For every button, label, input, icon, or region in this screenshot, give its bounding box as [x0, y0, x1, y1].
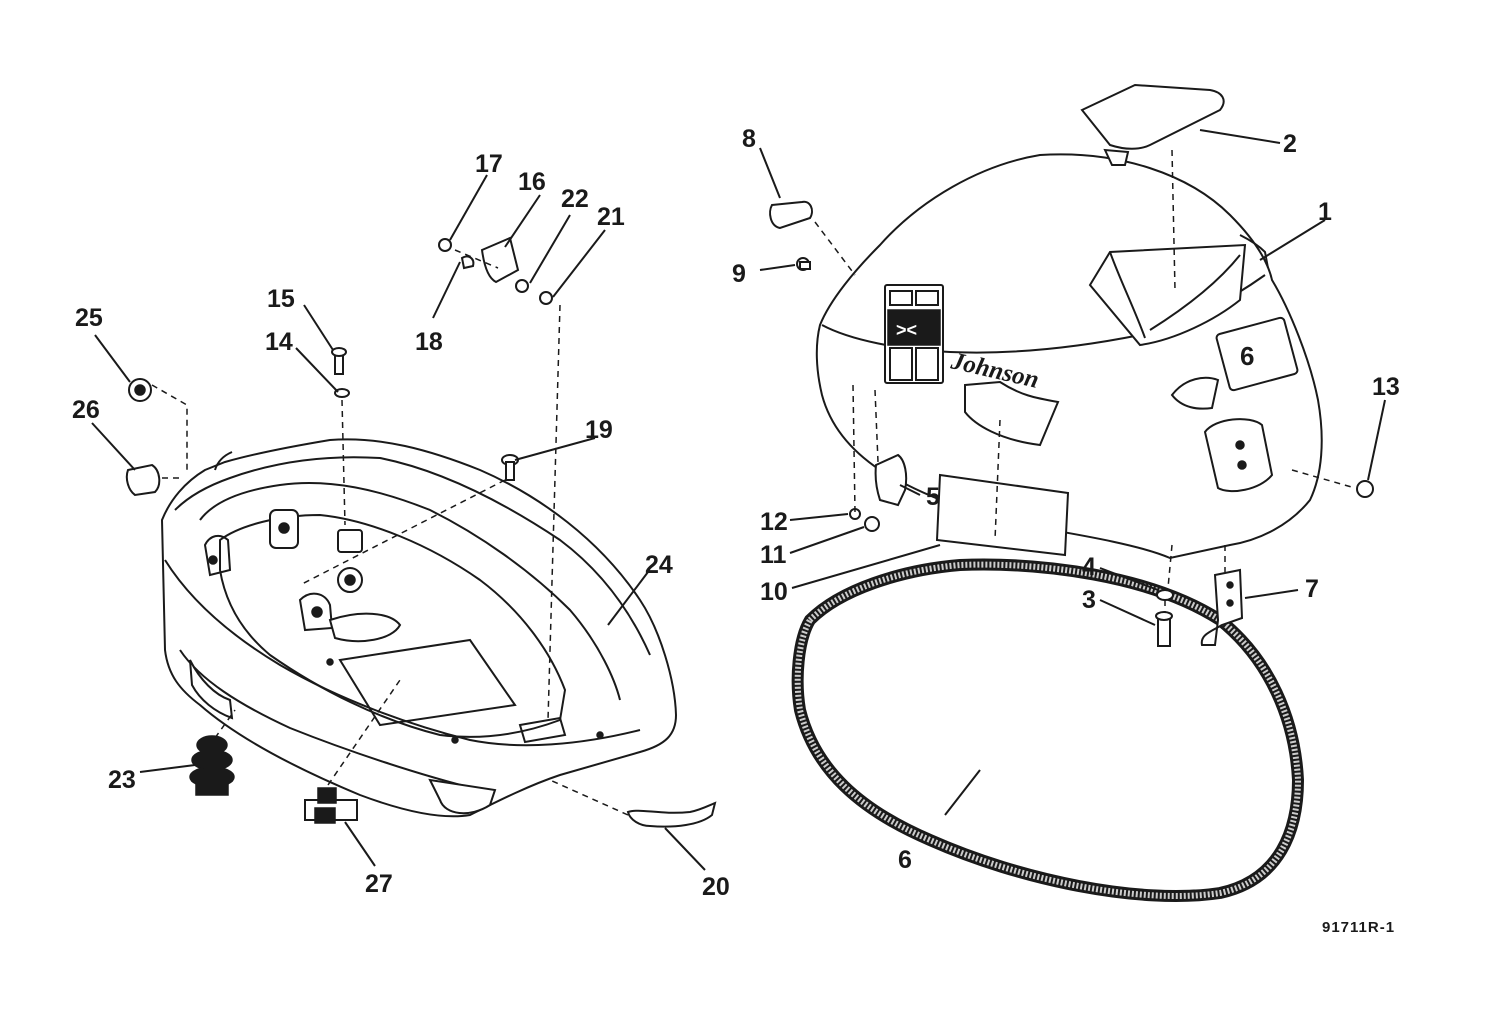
rubber-mount-23 — [189, 735, 235, 796]
bracket-5 — [874, 453, 908, 507]
fitting-26 — [125, 463, 161, 497]
callout-26: 26 — [72, 396, 100, 424]
callout-1: 1 — [1318, 198, 1332, 226]
assembly-lines — [151, 149, 1356, 816]
callout-17: 17 — [475, 150, 503, 178]
lever-20 — [626, 801, 717, 828]
washer-4 — [1156, 589, 1174, 601]
callout-numbers: 1 2 3 4 5 6 7 8 9 10 11 12 13 14 15 16 1… — [72, 125, 1400, 901]
plug-13 — [1356, 480, 1374, 498]
seal-gasket — [791, 558, 1305, 903]
callout-27: 27 — [365, 870, 393, 898]
latch — [769, 200, 813, 230]
washer-14 — [334, 388, 350, 398]
callout-11: 11 — [760, 541, 787, 569]
lower-motor-cover — [160, 438, 678, 818]
bracket-16 — [480, 236, 520, 284]
leader-lines — [91, 129, 1386, 871]
callout-14: 14 — [265, 328, 293, 356]
screw-15 — [331, 347, 347, 375]
callout-5: 5 — [926, 483, 940, 511]
screw-9 — [796, 257, 811, 271]
callout-23: 23 — [108, 766, 136, 794]
callout-6: 6 — [898, 846, 912, 874]
label-decal — [935, 473, 1070, 557]
clamp-27 — [304, 787, 358, 824]
callout-12: 12 — [760, 508, 788, 536]
screw-17 — [438, 238, 452, 252]
callout-24: 24 — [645, 551, 673, 579]
callout-15: 15 — [267, 285, 295, 313]
callout-18: 18 — [415, 328, 443, 356]
clip-18 — [460, 255, 475, 270]
bracket-7 — [1200, 568, 1244, 646]
callout-16: 16 — [518, 168, 546, 196]
callout-13: 13 — [1372, 373, 1400, 401]
nut-11 — [864, 516, 880, 532]
callout-19: 19 — [585, 416, 613, 444]
callout-8: 8 — [742, 125, 756, 153]
callout-2: 2 — [1283, 130, 1297, 158]
callout-10: 10 — [760, 578, 788, 606]
engine-hood: >< Johnson 6 — [815, 153, 1323, 560]
callout-22: 22 — [561, 185, 589, 213]
screw-22 — [515, 279, 529, 293]
model-badge: 6 — [1240, 341, 1254, 371]
callout-7: 7 — [1305, 575, 1319, 603]
callout-9: 9 — [732, 260, 746, 288]
callout-3: 3 — [1082, 586, 1096, 614]
callout-21: 21 — [597, 203, 625, 231]
callout-20: 20 — [702, 873, 730, 901]
svg-text:><: >< — [896, 320, 917, 340]
callout-4: 4 — [1082, 553, 1096, 581]
bolt-3 — [1155, 611, 1173, 647]
screw-19 — [501, 454, 519, 481]
callout-25: 25 — [75, 304, 103, 332]
washer-21 — [539, 291, 553, 305]
grommet-25 — [128, 378, 152, 402]
access-cover — [1080, 83, 1225, 166]
reference-code: 91711R-1 — [1322, 919, 1395, 936]
